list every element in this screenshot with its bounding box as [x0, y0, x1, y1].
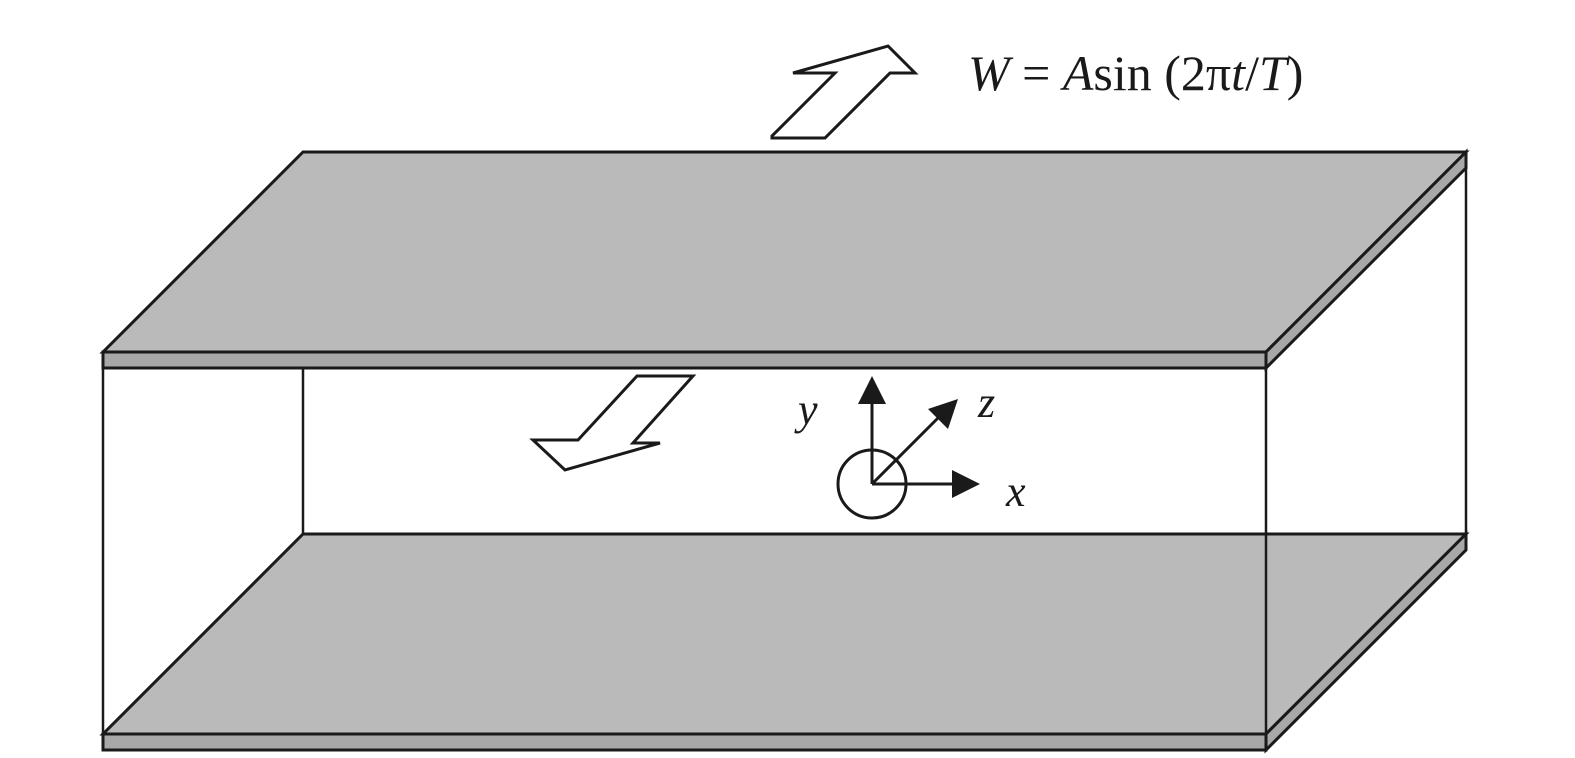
- x-axis-label: x: [1005, 467, 1026, 516]
- z-axis-line: [870, 414, 942, 486]
- upper-motion-arrow: [770, 44, 919, 140]
- coordinate-axes: y z x: [794, 376, 1026, 520]
- equation-amplitude: A: [1060, 45, 1094, 101]
- bottom-plate-side-edge: [1264, 530, 1468, 754]
- bottom-plate-front-edge: [101, 732, 1268, 752]
- top-plate-face: [99, 150, 1470, 354]
- y-axis-label: y: [794, 385, 818, 434]
- z-axis-arrowhead: [928, 399, 958, 429]
- equation-w: W: [968, 45, 1014, 101]
- y-axis-arrowhead: [858, 376, 886, 404]
- equation-close: ): [1287, 45, 1304, 101]
- top-plate-side-edge: [1264, 148, 1468, 372]
- equation-slash: /: [1245, 45, 1259, 101]
- channel-wireframe: [101, 168, 1468, 750]
- bottom-plate: [99, 530, 1470, 754]
- top-plate: [99, 148, 1470, 372]
- equation-time: t: [1231, 45, 1246, 101]
- top-plate-front-edge: [101, 350, 1268, 370]
- bottom-plate-face: [99, 532, 1470, 736]
- lower-motion-arrow: [529, 374, 697, 472]
- equation-equals: =: [1010, 45, 1063, 101]
- equation-open: (2π: [1152, 45, 1231, 101]
- equation-sin: sin: [1093, 45, 1151, 101]
- z-axis-label: z: [977, 378, 995, 427]
- oscillation-equation: W = Asin (2πt/T): [968, 45, 1303, 101]
- x-axis-arrowhead: [952, 470, 980, 498]
- equation-period: T: [1259, 45, 1290, 101]
